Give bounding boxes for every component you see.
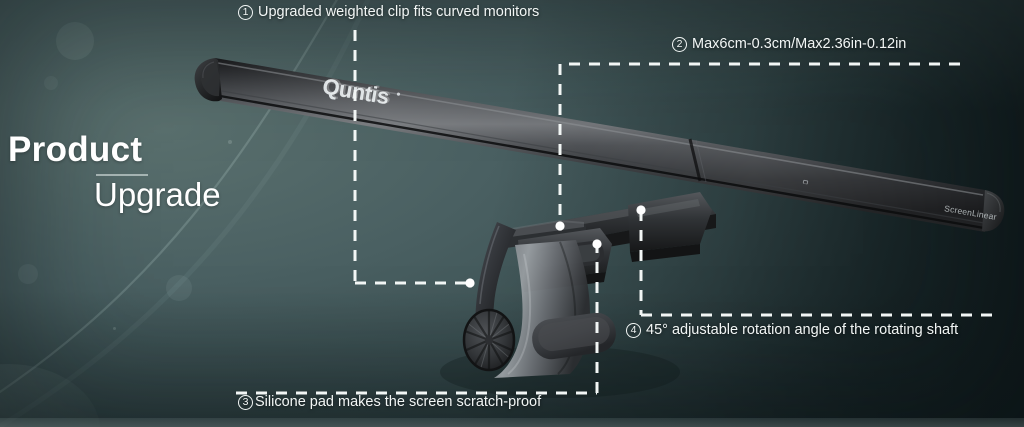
bottom-edge-strip xyxy=(0,418,1024,427)
headline-block: Product Upgrade xyxy=(8,132,278,211)
callout-1-number: 1 xyxy=(238,5,253,20)
callout-4-text: 45° adjustable rotation angle of the rot… xyxy=(646,322,959,338)
callout-3-text: Silicone pad makes the screen scratch-pr… xyxy=(255,394,542,410)
callout-4: 4 45° adjustable rotation angle of the ro… xyxy=(626,322,958,339)
callout-1: 1 Upgraded weighted clip fits curved moni… xyxy=(238,4,539,21)
callout-2-text: Max6cm-0.3cm/Max2.36in-0.12in xyxy=(692,36,907,52)
callout-4-number: 4 xyxy=(626,323,641,338)
headline-secondary: Upgrade xyxy=(94,176,221,213)
callout-1-text: Upgraded weighted clip fits curved monit… xyxy=(258,4,540,20)
callout-3-number: 3 xyxy=(238,395,253,410)
headline-primary: Product xyxy=(8,130,143,169)
callout-2-number: 2 xyxy=(672,37,687,52)
callout-2: 2 Max6cm-0.3cm/Max2.36in-0.12in xyxy=(672,36,906,53)
